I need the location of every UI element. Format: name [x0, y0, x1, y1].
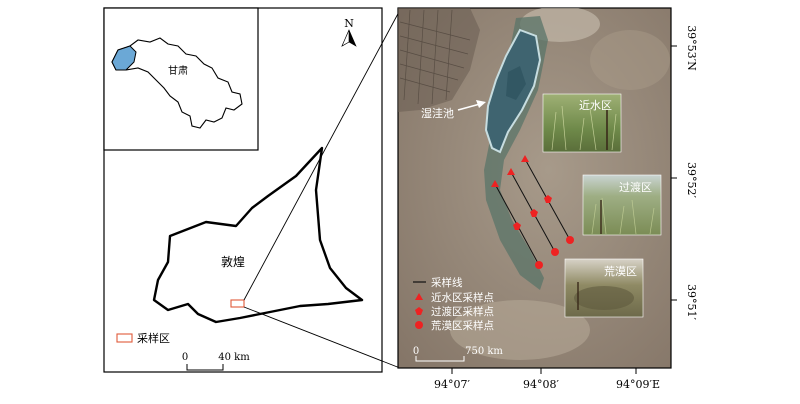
connector-line-top [243, 9, 401, 301]
legend-near-label: 近水区采样点 [431, 291, 494, 304]
sample-points [491, 155, 574, 269]
pentagon-marker-icon [415, 307, 423, 315]
photo-near-water: 近水区 [542, 93, 622, 153]
zone-desert-label: 荒漠区 [604, 265, 637, 278]
satellite-scalebar: 0 750 km [413, 346, 503, 362]
dunhuang-region-fill [111, 45, 137, 71]
transition-point [544, 195, 552, 203]
legend-sample-label: 采样区 [137, 331, 170, 345]
lon-label-3: 94°09′E [616, 378, 660, 391]
lat-label-2: 39°52′ [685, 162, 698, 198]
lake-label: 湿洼池 [421, 106, 454, 120]
zone-transition-label: 过渡区 [619, 180, 652, 194]
county-label: 敦煌 [221, 254, 245, 269]
near-water-point [507, 168, 515, 175]
lake-arrow-icon [457, 100, 486, 111]
desert-point [535, 261, 543, 269]
province-outline [111, 37, 243, 129]
lat-label-1: 39°53′N [685, 25, 698, 71]
overview-scalebar: 0 40 km [182, 352, 250, 371]
scalebar-zero: 0 [182, 352, 188, 363]
lat-label-3: 39°51′ [685, 284, 698, 320]
legend-line-label: 采样线 [431, 276, 463, 289]
desert-point [551, 248, 559, 256]
sat-scalebar-dist: 750 km [465, 346, 503, 357]
scalebar-dist: 40 km [218, 352, 250, 363]
photo-desert: 荒漠区 [564, 258, 644, 318]
triangle-marker-icon [415, 293, 423, 300]
satellite-legend: 采样线 近水区采样点 过渡区采样点 荒漠区采样点 [413, 276, 494, 332]
axis-ticks [451, 45, 677, 374]
transition-point [530, 209, 538, 217]
circle-marker-icon [415, 321, 423, 329]
lon-label-2: 94°08′ [523, 378, 559, 391]
near-water-point [521, 155, 529, 162]
overview-panel: 甘肃 N 敦煌 采样区 0 40 km [103, 7, 401, 373]
connector-line-bottom [243, 306, 401, 369]
satellite-imagery [398, 8, 670, 360]
near-water-point [491, 180, 499, 187]
satellite-panel: 湿洼池 近水区 [397, 7, 677, 374]
photo-transition: 过渡区 [582, 174, 662, 236]
sampling-area-box [230, 299, 245, 308]
sat-scalebar-zero: 0 [413, 346, 419, 357]
inset-province-label: 甘肃 [168, 64, 188, 77]
inset-locator: 甘肃 N [103, 7, 357, 151]
desert-point [566, 236, 574, 244]
dunhuang-county-outline [152, 146, 364, 324]
north-letter: N [344, 17, 354, 30]
north-arrow-icon: N [341, 17, 357, 47]
lon-label-1: 94°07′ [434, 378, 470, 391]
legend-sample-swatch [116, 333, 133, 343]
legend-desert-label: 荒漠区采样点 [431, 319, 494, 332]
zone-near-water-label: 近水区 [579, 99, 612, 112]
transition-point [513, 222, 521, 230]
field-grid [399, 9, 471, 105]
legend-transition-label: 过渡区采样点 [431, 305, 494, 318]
dark-terrain [398, 8, 480, 112]
